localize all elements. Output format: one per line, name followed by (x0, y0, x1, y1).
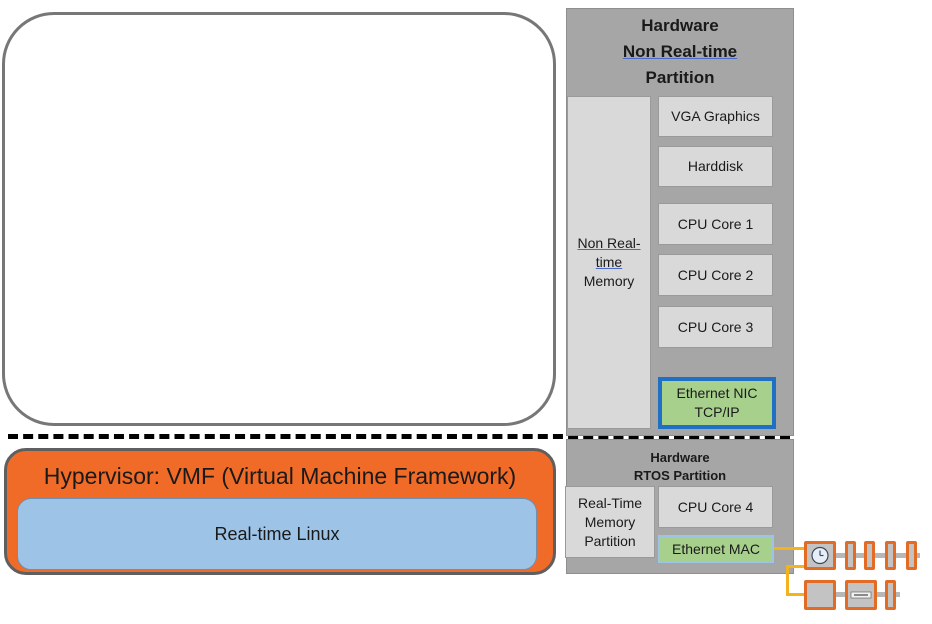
harddisk-box: Harddisk (658, 146, 773, 187)
hypervisor-label: Hypervisor: VMF (Virtual Machine Framewo… (43, 462, 517, 489)
rtos-title-line2: RTOS Partition (633, 468, 727, 483)
vga-graphics-box: VGA Graphics (658, 96, 773, 137)
eth-nic-line2: TCP/IP (694, 404, 740, 420)
io-terminal (906, 541, 917, 570)
cpu-core-4-box: CPU Core 4 (658, 486, 773, 528)
realtime-linux-box: Real-time Linux (17, 498, 537, 570)
io-module-icon (845, 580, 877, 610)
cpu-core-3-box: CPU Core 3 (658, 306, 773, 348)
clock-icon (804, 541, 836, 570)
nrt-memory-line1: Non Real- (577, 235, 641, 251)
virtual-machine-frame (2, 12, 556, 426)
rt-memory-line2: Memory (584, 513, 636, 530)
io-terminal (885, 580, 896, 610)
hardware-rtos-title: Hardware RTOS Partition (566, 448, 794, 486)
io-terminal (885, 541, 896, 570)
ethernet-wire (786, 565, 806, 568)
ethernet-wire (786, 565, 789, 595)
nrt-title-line1: Hardware (641, 16, 719, 35)
ethernet-wire (774, 547, 804, 550)
hardware-nrt-title: Hardware Non Real-time Partition (566, 12, 794, 92)
rt-memory-line3: Partition (584, 532, 636, 549)
rt-memory-box: Real-Time Memory Partition (565, 486, 655, 558)
ethernet-wire (786, 593, 804, 596)
nrt-memory-line2: time (595, 254, 623, 270)
rt-memory-line1: Real-Time (577, 494, 643, 511)
nrt-title-line3: Partition (645, 68, 715, 87)
io-terminal (845, 541, 856, 570)
partition-divider (8, 434, 790, 439)
ethernet-mac-box: Ethernet MAC (658, 535, 774, 563)
nrt-memory-box: Non Real- time Memory (567, 96, 651, 429)
nrt-memory-line3: Memory (583, 273, 635, 289)
io-coupler (804, 580, 836, 610)
io-terminal (864, 541, 875, 570)
ethernet-nic-box: Ethernet NIC TCP/IP (658, 377, 776, 429)
rtos-title-line1: Hardware (650, 450, 710, 465)
io-bus-rail (804, 553, 920, 558)
cpu-core-1-box: CPU Core 1 (658, 203, 773, 245)
eth-nic-line1: Ethernet NIC (676, 385, 758, 401)
nrt-title-line2: Non Real-time (622, 42, 738, 61)
cpu-core-2-box: CPU Core 2 (658, 254, 773, 296)
